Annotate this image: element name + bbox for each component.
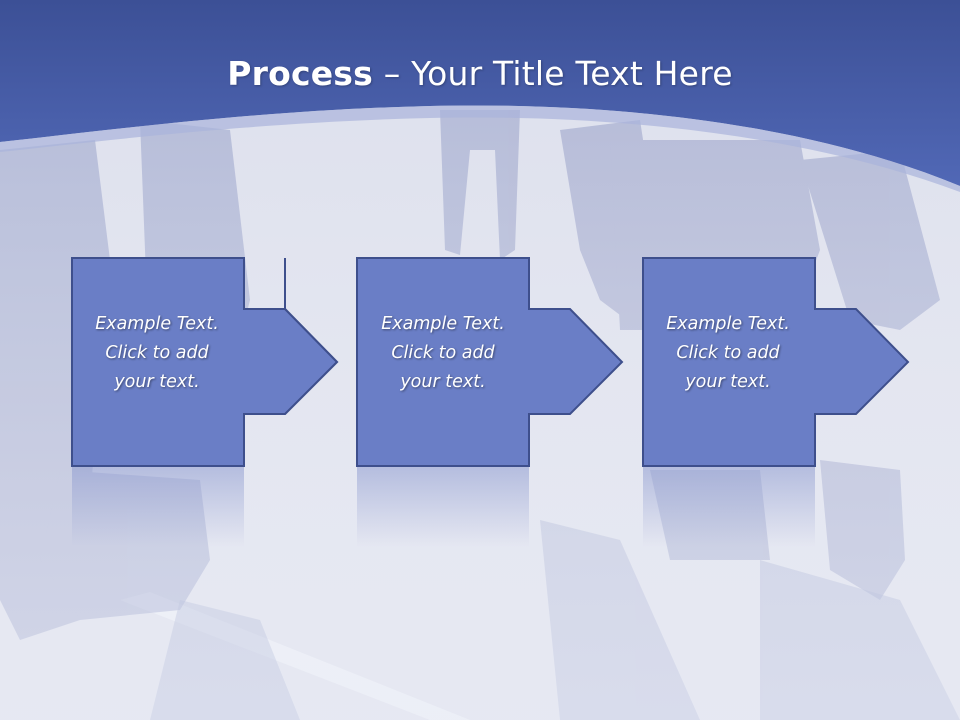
title-bold: Process: [227, 54, 373, 93]
step-text-line: your text.: [685, 372, 771, 392]
process-step-1-text[interactable]: Example Text. Click to add your text.: [71, 310, 243, 397]
step-text-line: your text.: [114, 372, 200, 392]
title-dash: –: [373, 54, 412, 93]
process-step-2-shape[interactable]: [356, 257, 624, 467]
step-text-line: Click to add: [391, 343, 495, 363]
slide-title[interactable]: Process – Your Title Text Here: [0, 52, 960, 96]
process-step-3-text[interactable]: Example Text. Click to add your text.: [642, 310, 814, 397]
process-step-3-shape[interactable]: [642, 257, 910, 467]
step-text-line: your text.: [400, 372, 486, 392]
title-rest: Your Title Text Here: [411, 54, 733, 93]
step-text-line: Example Text.: [381, 314, 505, 334]
step-text-line: Example Text.: [95, 314, 219, 334]
step-text-line: Example Text.: [666, 314, 790, 334]
step-text-line: Click to add: [105, 343, 209, 363]
step-text-line: Click to add: [676, 343, 780, 363]
process-step-2-text[interactable]: Example Text. Click to add your text.: [357, 310, 529, 397]
process-step-1-shape[interactable]: [71, 257, 339, 467]
